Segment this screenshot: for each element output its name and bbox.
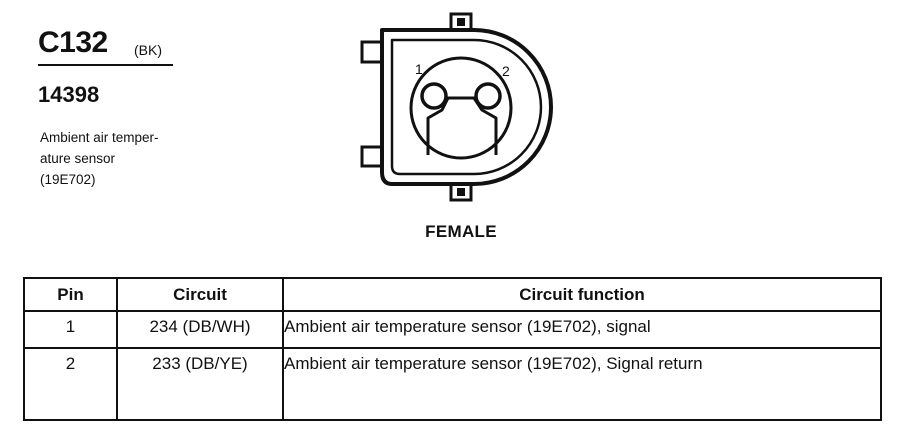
pin-label-2: 2 xyxy=(502,63,510,79)
connector-view-label: FEMALE xyxy=(425,222,497,241)
connector-tab-left-upper xyxy=(360,40,382,64)
terminal-1 xyxy=(420,82,448,110)
header-pin: Pin xyxy=(23,277,118,312)
pin-table: Pin Circuit Circuit function 1 234 (DB/W… xyxy=(23,277,882,421)
part-number: 14398 xyxy=(38,82,100,107)
connector-face-diagram: 1 2 xyxy=(360,12,553,202)
terminal-2 xyxy=(474,82,502,110)
header-circuit: Circuit xyxy=(116,277,284,312)
connector-id-underline xyxy=(38,64,173,66)
connector-key xyxy=(426,96,498,155)
description-line: ature sensor xyxy=(40,151,116,166)
connector-color: (BK) xyxy=(134,42,162,58)
cell-circuit: 234 (DB/WH) xyxy=(116,310,284,349)
cell-pin: 1 xyxy=(23,310,118,349)
cell-circuit-function: Ambient air temperature sensor (19E702),… xyxy=(282,347,882,421)
connector-id: C132 xyxy=(38,26,108,59)
header-circuit-function: Circuit function xyxy=(282,277,882,312)
description-line: (19E702) xyxy=(40,172,96,187)
table-header-row: Pin Circuit Circuit function xyxy=(23,277,882,312)
connector-housing-inner xyxy=(390,38,543,176)
pin-label-1: 1 xyxy=(415,61,423,77)
description-line: Ambient air temper- xyxy=(40,130,159,145)
table-row: 2 233 (DB/YE) Ambient air temperature se… xyxy=(23,347,882,421)
connector-tab-left-lower xyxy=(360,145,380,168)
table-row: 1 234 (DB/WH) Ambient air temperature se… xyxy=(23,310,882,349)
cell-circuit-function: Ambient air temperature sensor (19E702),… xyxy=(282,310,882,349)
cell-pin: 2 xyxy=(23,347,118,421)
cell-circuit: 233 (DB/YE) xyxy=(116,347,284,421)
connector-description: Ambient air temper- ature sensor (19E702… xyxy=(40,127,210,190)
